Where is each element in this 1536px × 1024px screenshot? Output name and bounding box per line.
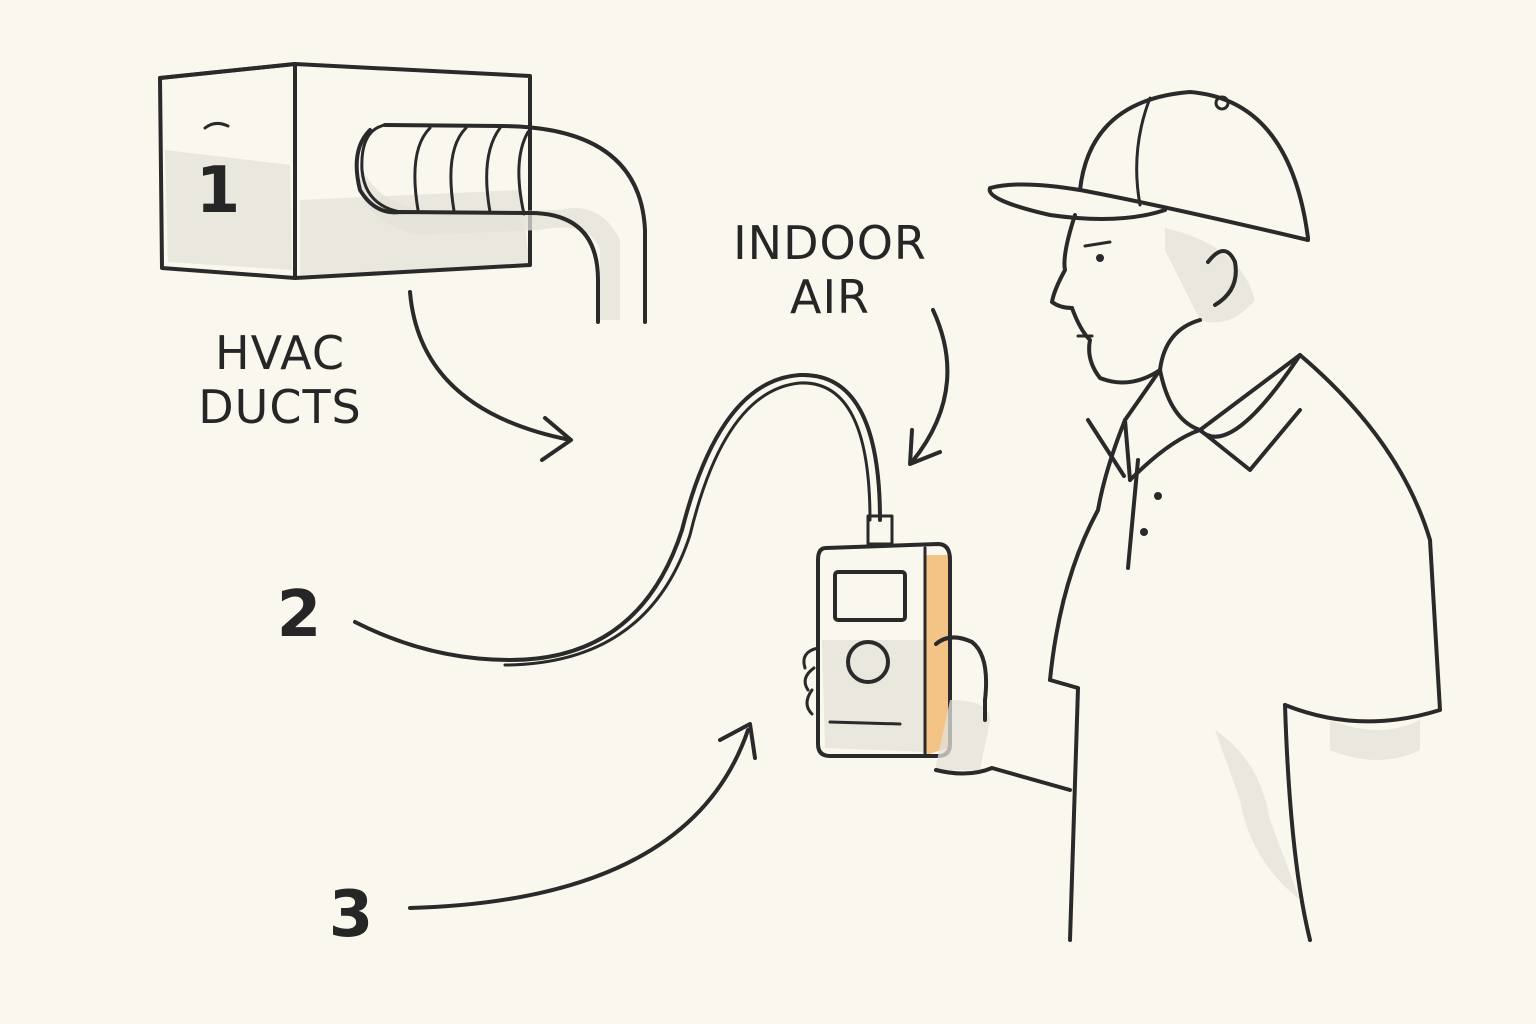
indoor-air-text: INDOOR AIR — [733, 216, 927, 325]
arrow-icon — [408, 722, 757, 910]
step-2-label: 2 — [276, 578, 322, 652]
technician-icon — [802, 90, 1442, 942]
arrow-icon — [908, 308, 950, 466]
hvac-ducts-label: HVAC DUCTS — [180, 326, 380, 435]
step-3-label: 3 — [328, 878, 374, 952]
step-1-label: 1 — [195, 154, 241, 228]
air-quality-meter-icon — [816, 514, 952, 758]
duct-pipe-icon — [354, 123, 647, 324]
hvac-ducts-text: HVAC DUCTS — [198, 326, 362, 435]
arrow-icon — [408, 290, 573, 462]
indoor-air-label: INDOOR AIR — [720, 216, 940, 325]
sensor-cable — [353, 372, 882, 667]
